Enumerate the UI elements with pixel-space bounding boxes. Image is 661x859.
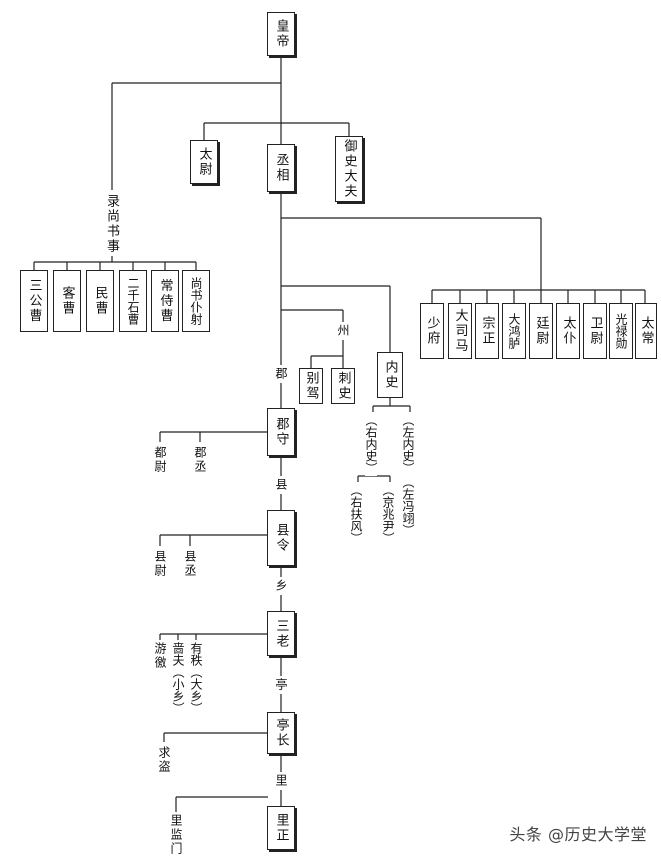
juncheng-label: 郡丞	[193, 444, 207, 476]
minister-dahonglu: 大鸿胪	[502, 303, 526, 359]
xiancheng-label: 县丞	[183, 548, 197, 580]
minister-taichang: 太常	[635, 303, 657, 359]
minister-zongzheng: 宗正	[475, 303, 499, 359]
emperor-label: 皇帝	[273, 19, 289, 49]
youzhi-label: 有秩（大乡）	[189, 640, 203, 716]
xianwei-label: 县尉	[153, 548, 167, 580]
xian-label: 县	[274, 476, 288, 494]
cishi-box: 刺史	[331, 368, 355, 404]
minister-taipu: 太仆	[556, 303, 580, 359]
minister-tingwei: 廷尉	[529, 303, 553, 359]
minister-weiwei: 卫尉	[583, 303, 607, 359]
duwei-label: 都尉	[153, 444, 167, 476]
lizheng-box: 里正	[267, 806, 295, 850]
office-erqianshi: 二千石曹	[119, 270, 147, 332]
ting-label: 亭	[274, 676, 288, 694]
li-label: 里	[274, 772, 288, 790]
chancellor-label: 丞相	[273, 153, 289, 183]
tingzhang-box: 亭长	[267, 712, 295, 754]
neishi-box: 内史	[377, 352, 403, 398]
you-neishi-label: （右内史）	[364, 412, 378, 476]
xiang-label: 乡	[274, 577, 288, 595]
watermark: 头条 @历史大学堂	[509, 825, 647, 844]
chancellor-box: 丞相	[267, 144, 295, 192]
office-changshi: 常侍曹	[151, 270, 179, 332]
you-fufeng-label: （右扶风）	[349, 482, 363, 546]
youjiao-label: 游徼	[153, 640, 167, 672]
zuo-neishi-label: （左内史）	[401, 412, 415, 476]
taiwei-box: 太尉	[190, 140, 218, 184]
biejia-box: 别驾	[299, 368, 323, 404]
jun-label: 郡	[274, 365, 288, 383]
sefu-label: 啬夫（小乡）	[171, 640, 185, 716]
lijianmen-label: 里监门	[169, 812, 183, 858]
qiudao-label: 求盗	[157, 744, 171, 776]
office-sangong: 三公曹	[20, 270, 48, 332]
junshou-box: 郡守	[267, 408, 295, 456]
xianling-box: 县令	[267, 510, 295, 566]
minister-dasima: 大司马	[448, 303, 472, 359]
emperor-box: 皇帝	[267, 12, 295, 56]
zuo-pingyi-label: （左冯翊）	[401, 474, 415, 538]
office-puye: 尚书仆射	[182, 270, 210, 332]
minister-guanglu: 光禄勋	[609, 303, 633, 359]
minister-shaofu: 少府	[420, 303, 444, 359]
office-mincao: 民曹	[86, 270, 114, 332]
zhou-label: 州	[336, 322, 350, 340]
jingzhaoyin-label: （京兆尹）	[381, 482, 395, 546]
sanlao-box: 三老	[267, 611, 295, 656]
taiwei-label: 太尉	[196, 147, 212, 177]
censor-box: 御史大夫	[335, 136, 363, 202]
censor-label: 御史大夫	[341, 139, 357, 199]
office-kecao: 客曹	[53, 270, 81, 332]
lushangshu-label: 录尚书事	[104, 192, 119, 256]
